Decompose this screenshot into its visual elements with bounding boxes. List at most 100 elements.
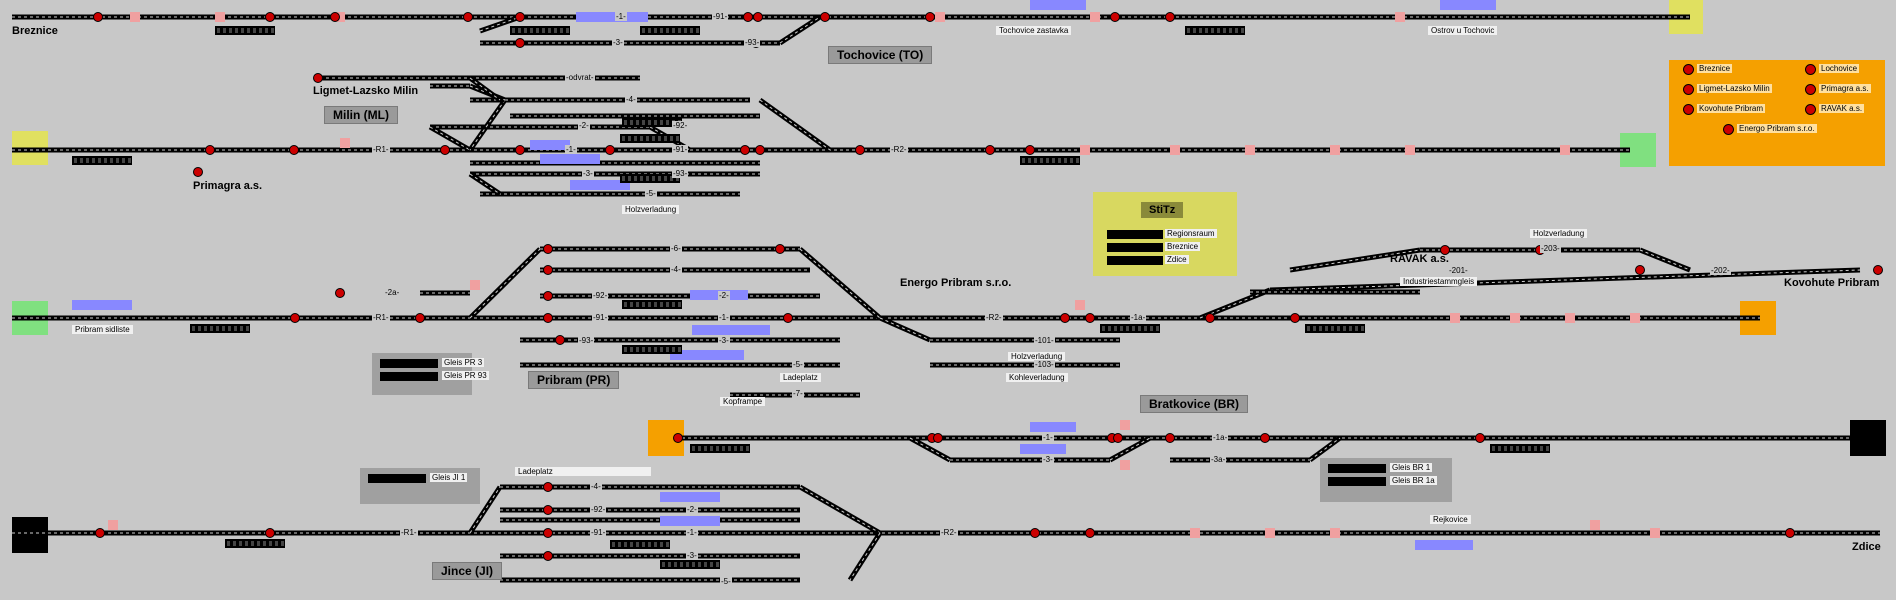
- track-number-label[interactable]: -3-: [718, 336, 730, 345]
- track-number-label[interactable]: -2a-: [384, 288, 401, 297]
- legend-item[interactable]: Breznice: [1697, 64, 1733, 73]
- signal-lamp[interactable]: [783, 313, 793, 323]
- station-tochovice[interactable]: Tochovice (TO): [828, 46, 933, 64]
- signal-lamp[interactable]: [515, 12, 525, 22]
- signal-lamp[interactable]: [1290, 313, 1300, 323]
- track-number-label[interactable]: -6-: [670, 244, 682, 253]
- track-number-label[interactable]: -1-: [686, 528, 698, 537]
- station-bratkovice[interactable]: Bratkovice (BR): [1140, 395, 1249, 413]
- signal-lamp[interactable]: [1165, 12, 1175, 22]
- signal-lamp[interactable]: [330, 12, 340, 22]
- track-number-label[interactable]: -91-: [712, 12, 729, 21]
- track-number-label[interactable]: -1-: [565, 145, 577, 154]
- station-jince[interactable]: Jince (JI): [432, 562, 503, 580]
- track-number-label[interactable]: -R1-: [372, 313, 390, 322]
- signal-lamp[interactable]: [415, 313, 425, 323]
- signal-lamp[interactable]: [1060, 313, 1070, 323]
- signal-lamp[interactable]: [1030, 528, 1040, 538]
- signal-lamp[interactable]: [1085, 313, 1095, 323]
- track-number-label[interactable]: -92-: [672, 121, 689, 130]
- signal-lamp[interactable]: [543, 244, 553, 254]
- track-number-label[interactable]: -4-: [590, 482, 602, 491]
- signal-lamp[interactable]: [555, 335, 565, 345]
- legend-item[interactable]: Lochovice: [1819, 64, 1860, 73]
- signal-lamp[interactable]: [855, 145, 865, 155]
- track-number-label[interactable]: -93-: [672, 169, 689, 178]
- signal-lamp[interactable]: [755, 145, 765, 155]
- track-number-label[interactable]: -201-: [1448, 266, 1469, 275]
- signal-lamp[interactable]: [515, 38, 525, 48]
- track-number-label[interactable]: -3-: [686, 551, 698, 560]
- station-milin[interactable]: Milin (ML): [324, 106, 398, 124]
- signal-lamp[interactable]: [925, 12, 935, 22]
- track-number-label[interactable]: -202-: [1710, 266, 1731, 275]
- end-box-bratkovice-east[interactable]: [1850, 420, 1886, 456]
- track-number-label[interactable]: -7-: [792, 389, 804, 398]
- signal-lamp[interactable]: [543, 265, 553, 275]
- signal-lamp[interactable]: [290, 313, 300, 323]
- signal-lamp[interactable]: [985, 145, 995, 155]
- track-number-label[interactable]: -1-: [718, 313, 730, 322]
- station-pribram[interactable]: Pribram (PR): [528, 371, 620, 389]
- track-number-label[interactable]: -92-: [592, 291, 609, 300]
- signal-lamp[interactable]: [289, 145, 299, 155]
- track-number-label[interactable]: -2-: [718, 291, 730, 300]
- track-number-label[interactable]: -3-: [1042, 455, 1054, 464]
- signal-lamp[interactable]: [1873, 265, 1883, 275]
- track-number-label[interactable]: -1-: [1042, 433, 1054, 442]
- track-number-label[interactable]: -R1-: [400, 528, 418, 537]
- signal-lamp[interactable]: [933, 433, 943, 443]
- track-number-label[interactable]: -5-: [792, 360, 804, 369]
- track-number-label[interactable]: -93-: [744, 38, 761, 47]
- signal-lamp[interactable]: [1205, 313, 1215, 323]
- track-number-label[interactable]: -2-: [686, 505, 698, 514]
- track-number-label[interactable]: -5-: [720, 577, 732, 586]
- legend-item[interactable]: Energo Pribram s.r.o.: [1737, 124, 1817, 133]
- legend-item[interactable]: Primagra a.s.: [1819, 84, 1871, 93]
- track-number-label[interactable]: -3-: [612, 38, 624, 47]
- signal-lamp[interactable]: [440, 145, 450, 155]
- signal-lamp[interactable]: [743, 12, 753, 22]
- track-number-label[interactable]: -4-: [625, 95, 637, 104]
- signal-lamp[interactable]: [543, 505, 553, 515]
- signal-lamp[interactable]: [313, 73, 323, 83]
- signal-lamp[interactable]: [1110, 12, 1120, 22]
- signal-lamp[interactable]: [335, 288, 345, 298]
- track-number-label[interactable]: -R2-: [985, 313, 1003, 322]
- signal-lamp[interactable]: [515, 145, 525, 155]
- signal-lamp[interactable]: [93, 12, 103, 22]
- signal-lamp[interactable]: [673, 433, 683, 443]
- track-number-label[interactable]: -103-: [1034, 360, 1055, 369]
- track-number-label[interactable]: -2-: [578, 121, 590, 130]
- track-number-label[interactable]: -4-: [670, 265, 682, 274]
- track-number-label[interactable]: -91-: [672, 145, 689, 154]
- track-number-label[interactable]: -1-: [615, 12, 627, 21]
- signal-lamp[interactable]: [1785, 528, 1795, 538]
- signal-lamp[interactable]: [740, 145, 750, 155]
- signal-lamp[interactable]: [1025, 145, 1035, 155]
- signal-lamp[interactable]: [1440, 245, 1450, 255]
- track-number-label[interactable]: -91-: [590, 528, 607, 537]
- legend-item[interactable]: Kovohute Pribram: [1697, 104, 1766, 113]
- signal-lamp[interactable]: [1475, 433, 1485, 443]
- signal-lamp[interactable]: [543, 313, 553, 323]
- signal-lamp[interactable]: [205, 145, 215, 155]
- signal-lamp[interactable]: [1085, 528, 1095, 538]
- signal-lamp[interactable]: [95, 528, 105, 538]
- track-number-label[interactable]: -93-: [578, 336, 595, 345]
- signal-lamp[interactable]: [753, 12, 763, 22]
- signal-lamp[interactable]: [543, 482, 553, 492]
- signal-lamp[interactable]: [605, 145, 615, 155]
- signal-lamp[interactable]: [543, 291, 553, 301]
- signal-lamp[interactable]: [543, 528, 553, 538]
- track-number-label[interactable]: -203-: [1540, 244, 1561, 253]
- signal-lamp[interactable]: [193, 167, 203, 177]
- track-number-label[interactable]: -R2-: [940, 528, 958, 537]
- track-number-label[interactable]: -odvrat-: [565, 73, 595, 82]
- signal-lamp[interactable]: [463, 12, 473, 22]
- track-number-label[interactable]: -5-: [645, 189, 657, 198]
- signal-lamp[interactable]: [775, 244, 785, 254]
- signal-lamp[interactable]: [1113, 433, 1123, 443]
- track-number-label[interactable]: -3a-: [1210, 455, 1227, 464]
- track-number-label[interactable]: -101-: [1034, 336, 1055, 345]
